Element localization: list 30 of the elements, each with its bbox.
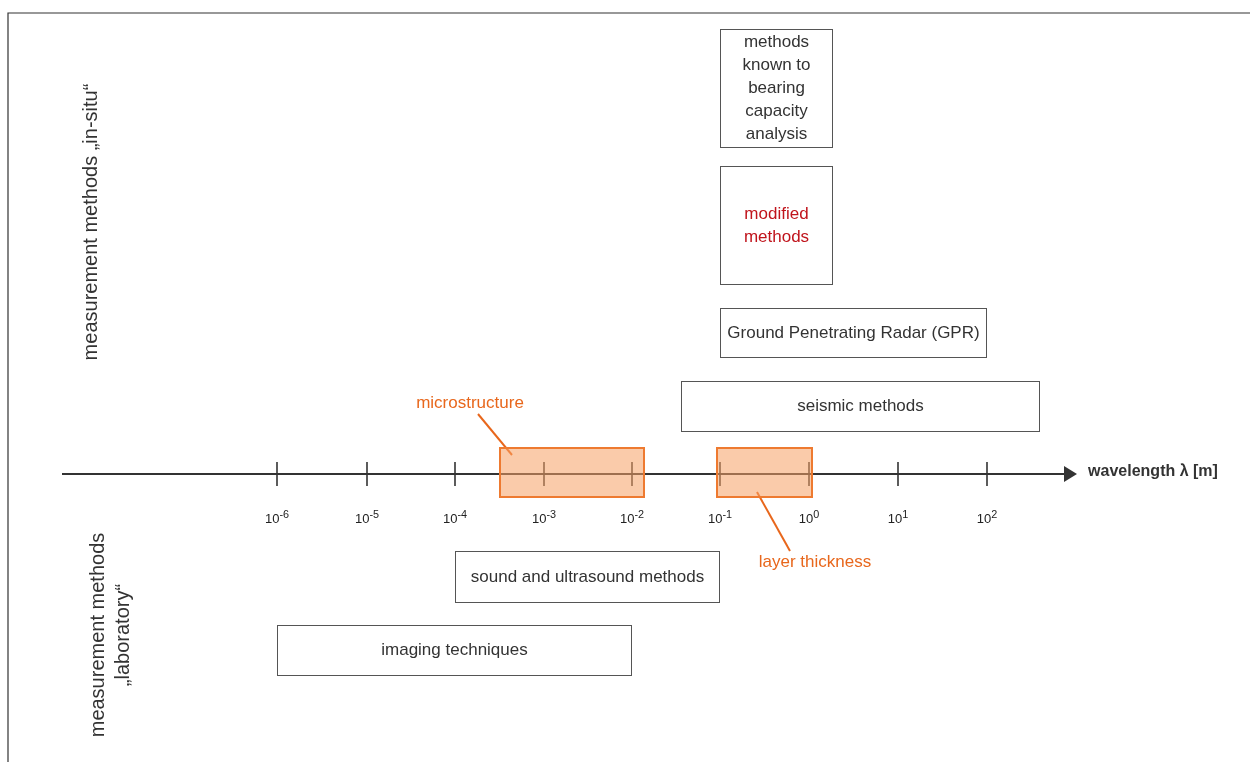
leader-line xyxy=(756,491,791,552)
leader-line xyxy=(477,413,513,456)
axis-side-label: measurement methods „in-situ“ xyxy=(77,82,102,363)
callout-label: layer thickness xyxy=(758,550,872,573)
method-box xyxy=(277,625,632,676)
range-highlight xyxy=(716,447,813,498)
callout-label: microstructure xyxy=(416,391,524,414)
method-box xyxy=(720,29,833,148)
method-box xyxy=(720,308,987,358)
tick-label: 10$^{-1}$ xyxy=(706,508,734,528)
box-label: imaging techniques xyxy=(381,639,528,662)
tick-label: 10$^{-2}$ xyxy=(618,508,646,528)
method-box xyxy=(455,551,720,603)
method-box xyxy=(681,381,1040,432)
tick-label: 10$^{-6}$ xyxy=(263,508,291,528)
method-box xyxy=(720,166,833,285)
box-label: methods known to bearing capacity analysis xyxy=(741,31,812,145)
tick-label: 10$^{-5}$ xyxy=(353,508,381,528)
tick-label: 10$^{0}$ xyxy=(797,508,821,528)
box-label: seismic methods xyxy=(797,395,924,418)
box-label: sound and ultrasound methods xyxy=(470,565,705,588)
range-highlight xyxy=(499,447,645,498)
box-label: modified methods xyxy=(742,202,811,248)
tick-label: 10$^{2}$ xyxy=(975,508,999,528)
box-label: Ground Penetrating Radar (GPR) xyxy=(727,321,980,344)
tick-label: 10$^{-3}$ xyxy=(530,508,558,528)
tick-label: 10$^{-4}$ xyxy=(441,508,469,528)
tick-label: 10$^{1}$ xyxy=(886,508,910,528)
axis-label: wavelength λ [m] xyxy=(1087,461,1219,481)
axis-side-label: measurement methods „laboratory“ xyxy=(85,531,134,740)
